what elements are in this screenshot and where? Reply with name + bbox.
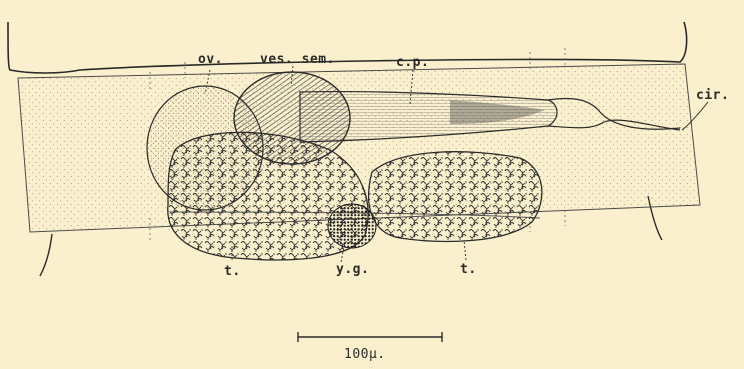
yolk-gland	[328, 204, 376, 248]
label-seminal-vesicle: ves. sem.	[260, 52, 335, 67]
label-testis-right: t.	[460, 262, 477, 277]
label-cirrus-pouch: c.p.	[396, 55, 429, 70]
scale-bar-label: 100μ.	[344, 347, 386, 362]
body-outline	[8, 22, 687, 73]
label-cirrus: cir.	[696, 88, 729, 103]
label-yolk-gland: y.g.	[336, 262, 369, 277]
label-testis-left: t.	[224, 264, 241, 279]
testis-right	[369, 152, 542, 242]
scale-bar	[298, 332, 442, 342]
label-ovary: ov.	[198, 52, 223, 67]
